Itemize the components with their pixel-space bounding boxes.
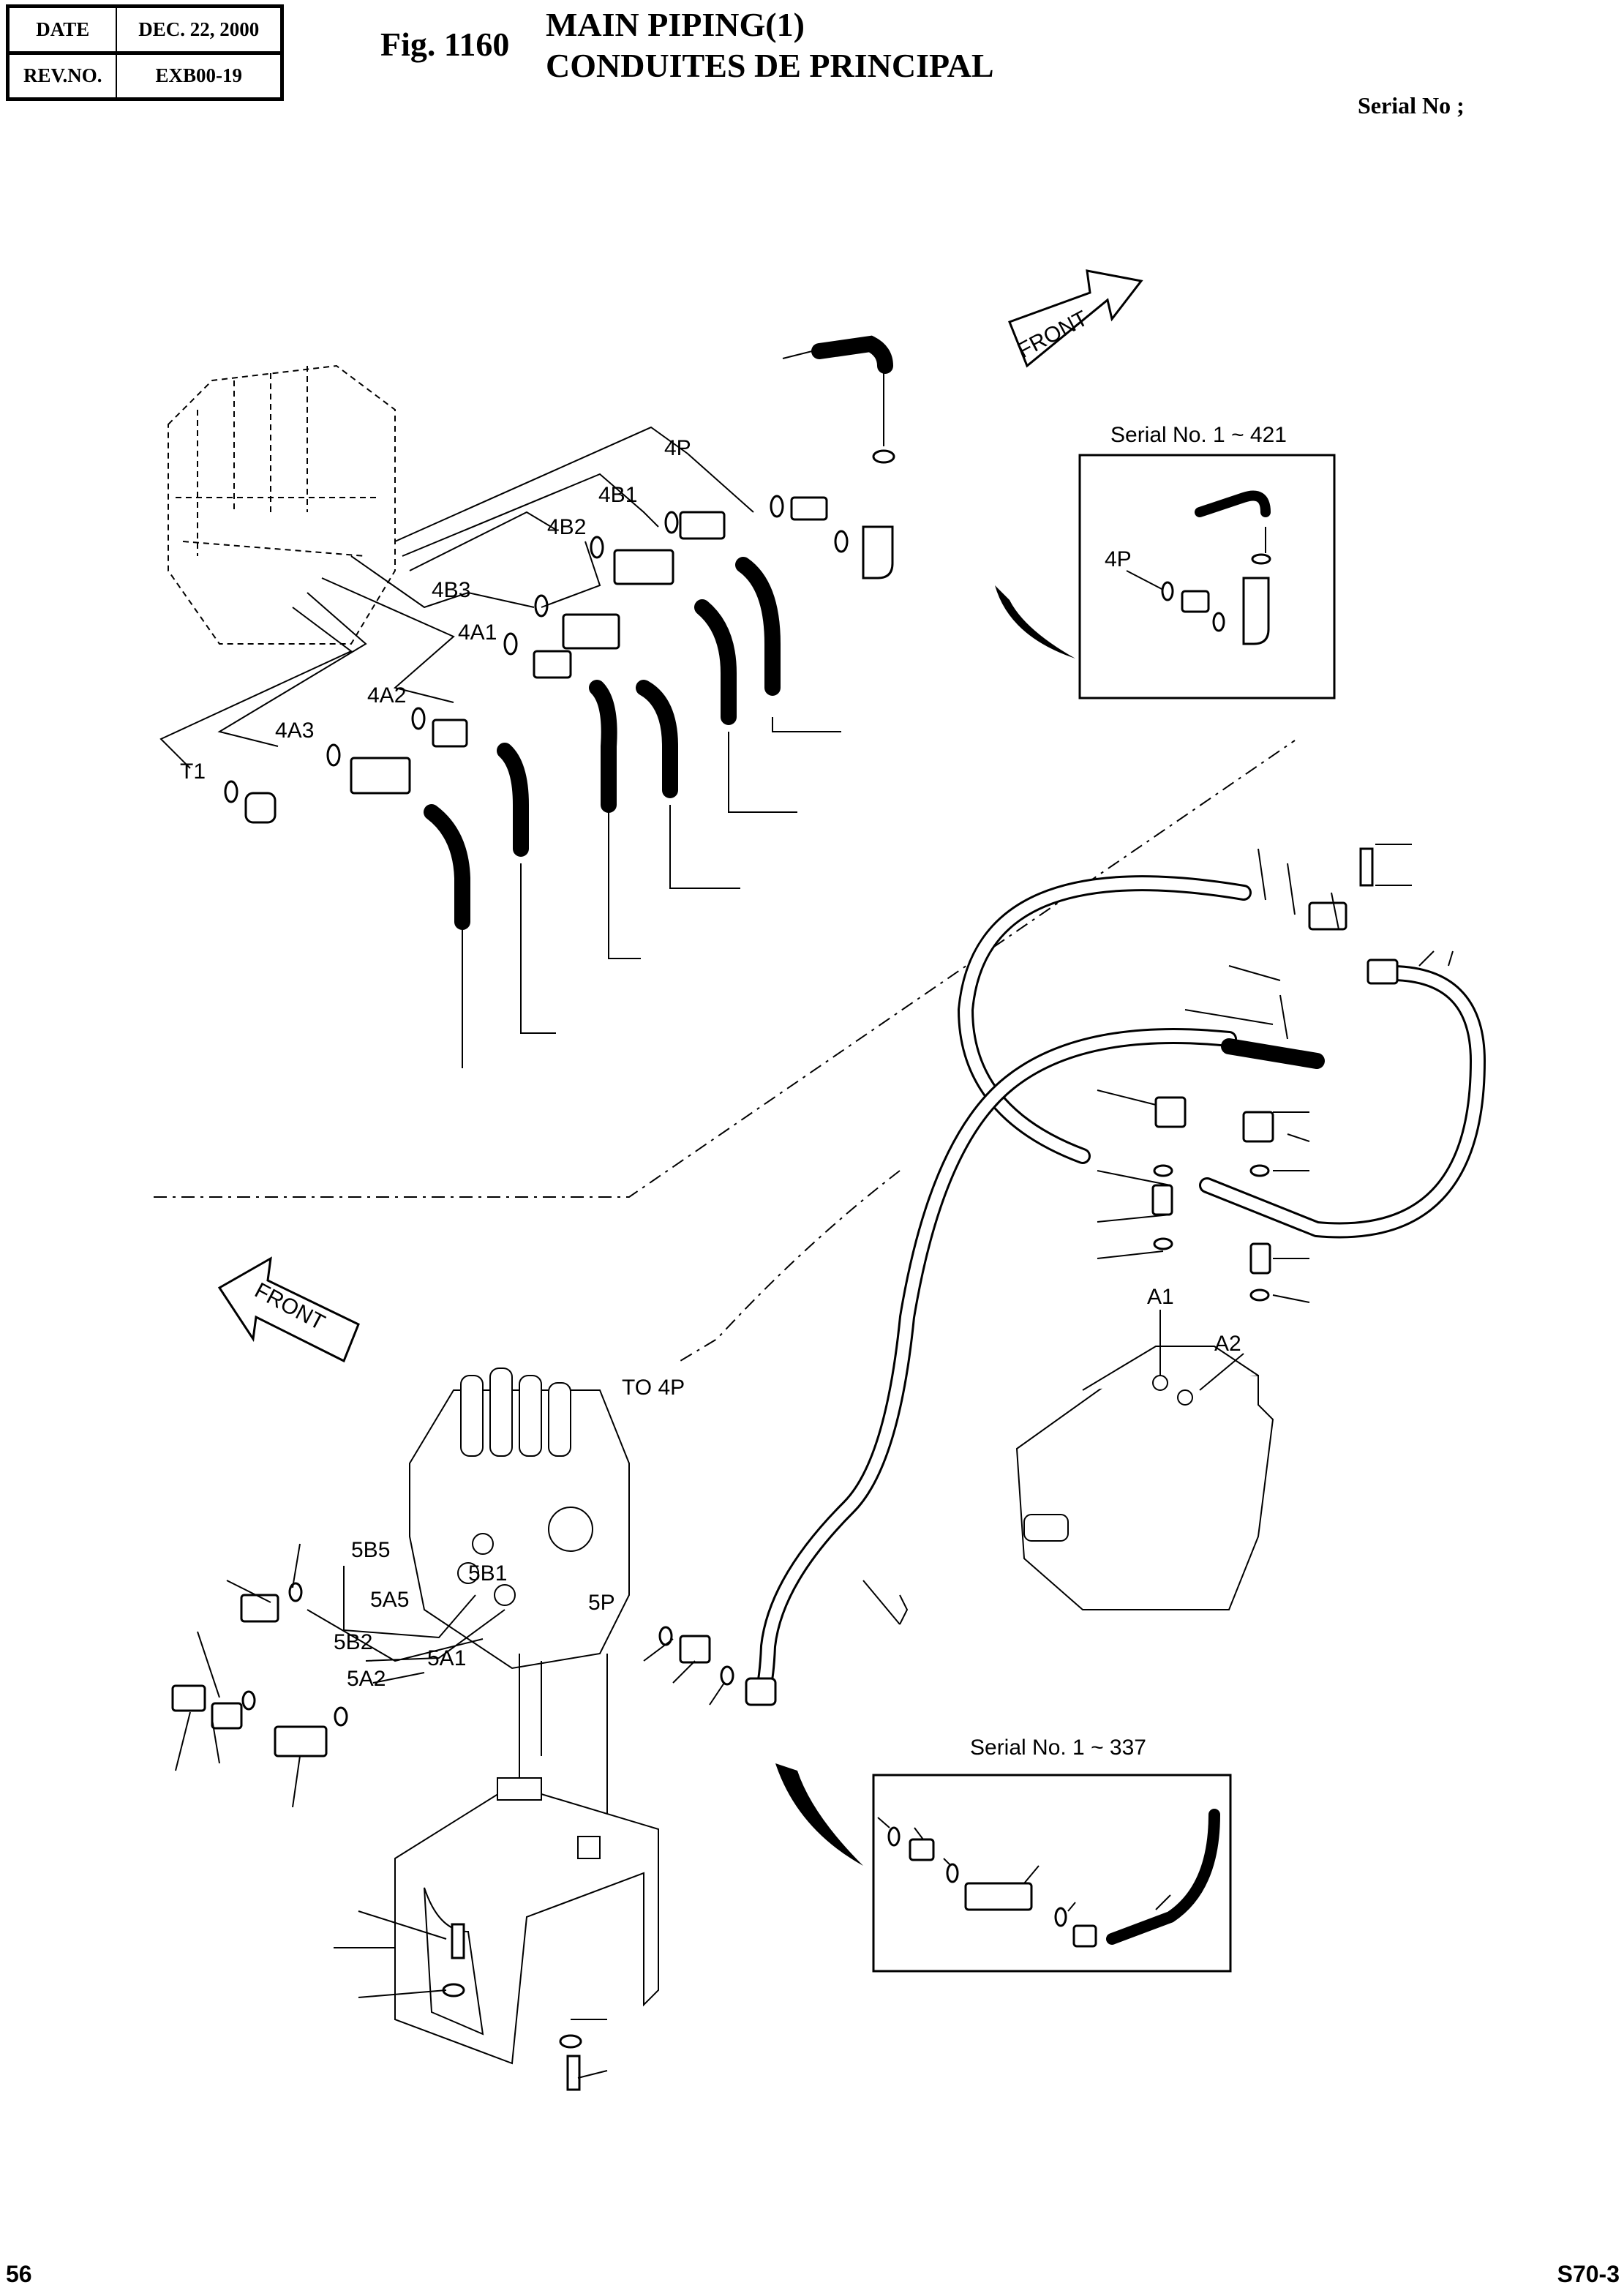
hydraulic-pump: A1 A2 [1015,1285,1274,1610]
label-4p: 4P [664,436,691,460]
label-5a1: 5A1 [427,1646,466,1670]
rev-label: REV.NO. [7,52,118,100]
valve-stand [334,1654,659,2091]
inset-serial-421: Serial No. 1 ~ 421 4P [1078,423,1336,699]
to-4p-dashed-line [680,1170,901,1362]
label-5a2: 5A2 [347,1667,386,1691]
reference-arrow-upper [995,585,1075,659]
part-labels-lower: 5B5 5A5 5B1 5P 5B2 5A2 5A1 [334,1538,615,1691]
control-valve-upper [168,364,396,645]
section-divider [154,740,1296,1198]
label-a2: A2 [1214,1332,1241,1356]
label-4b3: 4B3 [432,578,470,602]
rev-value: EXB00-19 [116,52,283,100]
date-label: DATE [7,5,118,55]
inset-title-421: Serial No. 1 ~ 421 [1110,423,1287,447]
label-5b5: 5B5 [351,1538,390,1562]
label-5a5: 5A5 [370,1588,409,1612]
title-french: CONDUITES DE PRINCIPAL [546,47,994,84]
fittings-upper [224,449,895,824]
label-5b1: 5B1 [468,1561,507,1586]
front-arrow-lower: FRONT [217,1256,360,1363]
inset-label-4p: 4P [1105,547,1132,571]
serial-label: Serial No ; [1358,92,1465,119]
label-4b2: 4B2 [547,515,586,539]
control-valve-lower [409,1368,630,1670]
label-4a3: 4A3 [275,719,314,743]
label-4a1: 4A1 [458,620,497,645]
fittings-lower [171,1543,901,1808]
model-code: S70-3 [1557,2261,1620,2287]
inset-serial-337: Serial No. 1 ~ 337 [872,1736,1232,1973]
page-title: MAIN PIPING(1) CONDUITES DE PRINCIPAL [546,4,994,86]
label-t1: T1 [180,759,206,784]
part-labels-upper: 4P 4B1 4B2 4B3 4A1 4A2 4A3 T1 [180,436,691,784]
page-number: 56 [6,2261,32,2287]
reference-arrow-lower [775,1763,863,1866]
inset-title-337: Serial No. 1 ~ 337 [970,1736,1146,1760]
label-5p: 5P [588,1591,615,1615]
title-english: MAIN PIPING(1) [546,6,805,43]
date-value: DEC. 22, 2000 [116,5,283,55]
hose-assembly-right [753,844,1486,1706]
hoses-upper [424,335,893,1068]
revision-table: DATE DEC. 22, 2000 REV.NO. EXB00-19 [6,4,284,101]
label-to-4p: TO 4P [622,1376,685,1400]
figure-number: Fig. 1160 [380,26,510,63]
label-a1: A1 [1147,1285,1174,1309]
label-4a2: 4A2 [367,683,406,708]
label-4b1: 4B1 [598,483,637,507]
leader-lines-upper [159,426,754,769]
label-5b2: 5B2 [334,1630,372,1654]
front-arrow-upper: FRONT [1008,269,1143,368]
